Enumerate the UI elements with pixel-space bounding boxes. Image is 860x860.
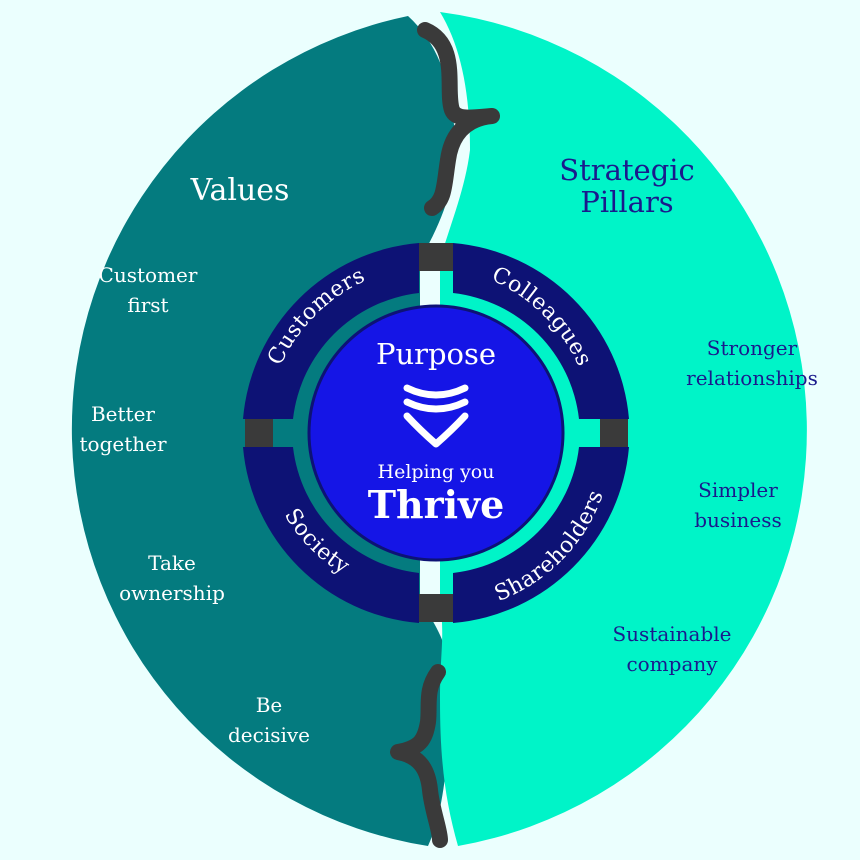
values-title: Values (190, 173, 290, 208)
pillars-list: Stronger relationships Simpler business … (612, 336, 817, 676)
value-item-line2: ownership (119, 581, 225, 605)
pillar-item-line1: Sustainable (612, 622, 731, 646)
pillar-item-line1: Simpler (698, 478, 778, 502)
segment-shareholders[interactable] (453, 447, 629, 623)
ring-connectors (245, 243, 628, 622)
values-list: Customer first Better together Take owne… (79, 263, 310, 747)
segment-colleagues[interactable] (453, 243, 629, 419)
top-bracket-icon (417, 22, 500, 216)
purpose-center (307, 304, 565, 562)
chevron-stack-icon (403, 384, 469, 448)
pillars-title-line2: Pillars (580, 185, 673, 219)
purpose-title: Purpose (376, 337, 496, 371)
value-item-line2: together (79, 432, 166, 456)
pillar-item-line1: Stronger (707, 336, 798, 360)
pillar-item-line2: company (626, 652, 718, 676)
value-item-line2: decisive (228, 723, 310, 747)
value-item-line1: Be (256, 693, 283, 717)
value-item-line2: first (127, 293, 168, 317)
pillars-title-line1: Strategic (559, 153, 695, 187)
pillar-item-line2: business (694, 508, 782, 532)
value-item-line1: Customer (99, 263, 198, 287)
pillar-item-line2: relationships (686, 366, 818, 390)
purpose-headline: Thrive (368, 482, 505, 527)
segment-customers[interactable] (243, 243, 419, 419)
value-item-line1: Better (91, 402, 155, 426)
bottom-bracket-icon (390, 664, 448, 848)
purpose-subtitle: Helping you (378, 461, 495, 483)
segment-society[interactable] (243, 447, 419, 623)
value-item-line1: Take (148, 551, 196, 575)
